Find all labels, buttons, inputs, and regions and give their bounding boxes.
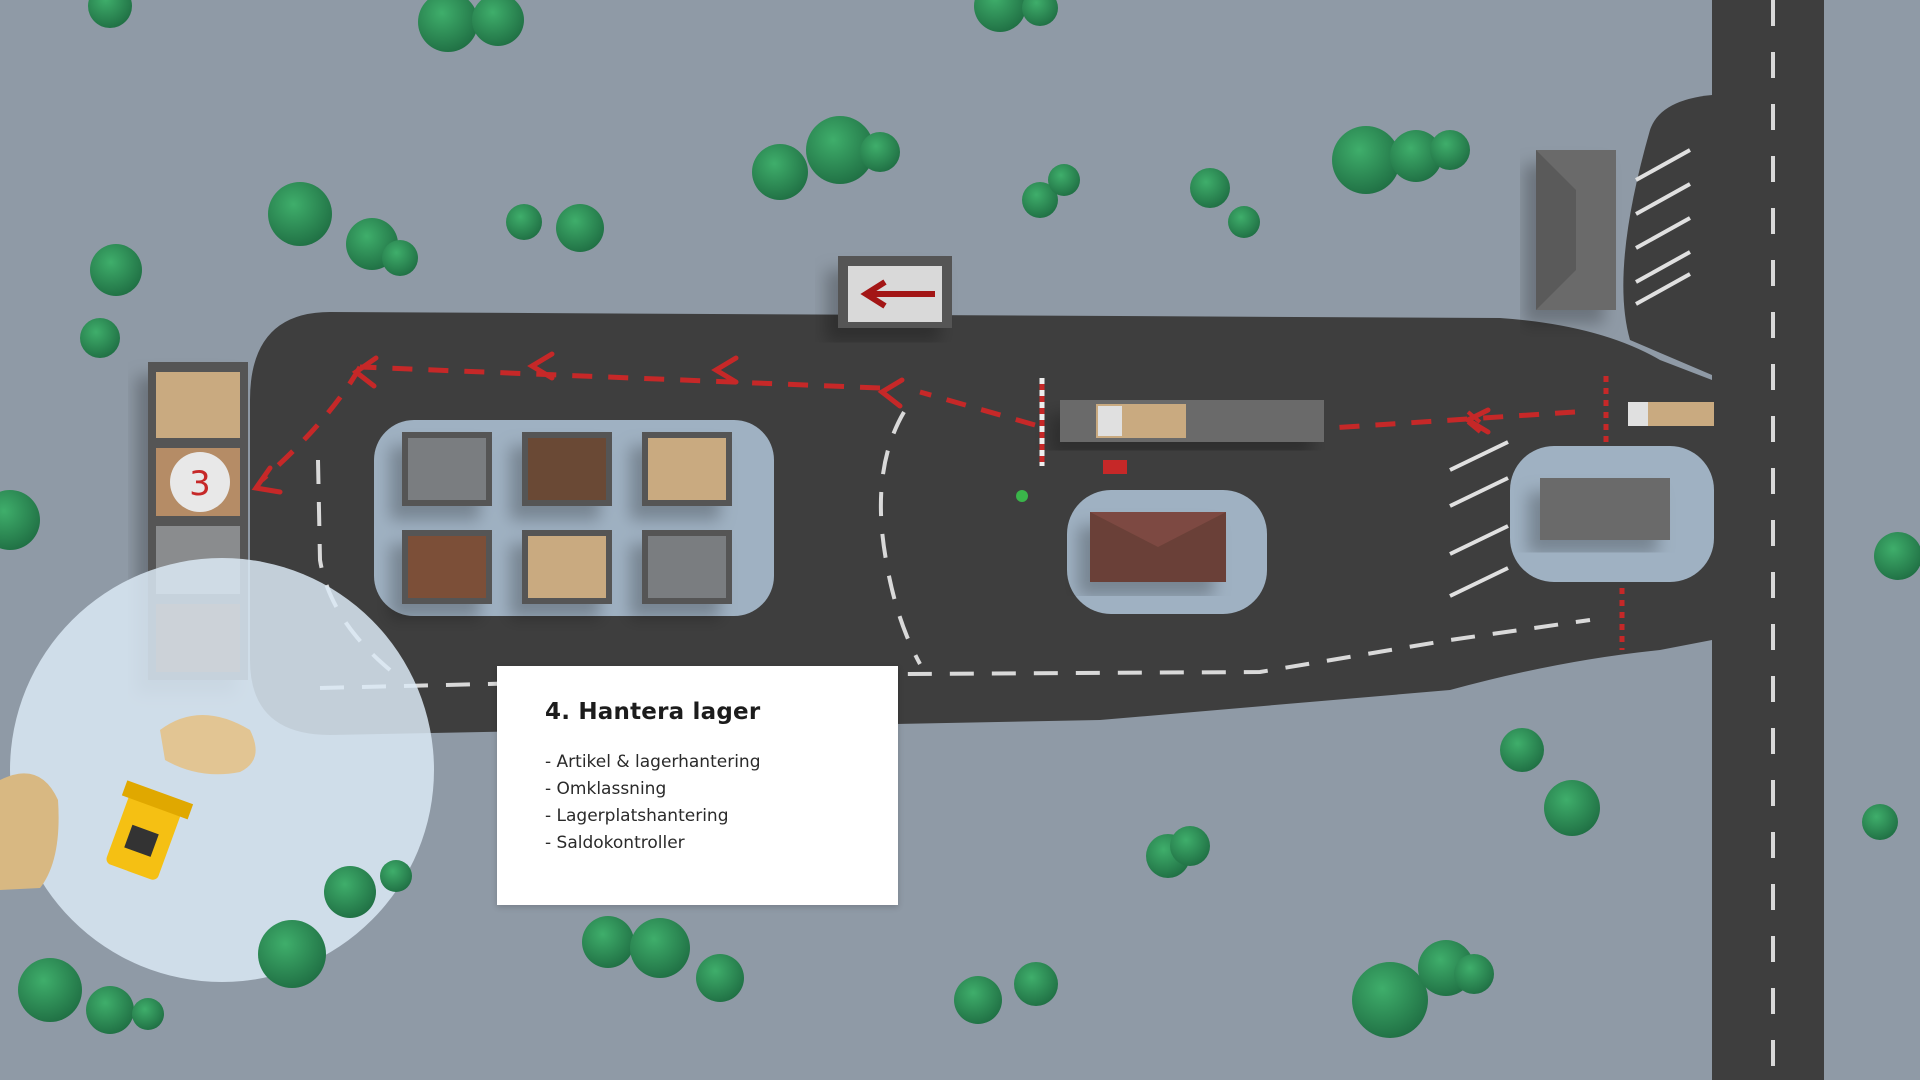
parking-top (1635, 148, 1691, 306)
info-card-item: - Lagerplatshantering (545, 806, 729, 826)
office-island (1067, 490, 1267, 614)
direction-sign (838, 256, 952, 328)
storage-bins-island (374, 420, 774, 616)
gatehouse-island (1510, 402, 1714, 582)
info-card-title: 4. Hantera lager (545, 699, 761, 725)
parking-bottom (1449, 440, 1509, 598)
left-arrow-icon (860, 279, 935, 309)
step-badge-number: 3 (189, 464, 211, 504)
step-badge: 3 (170, 452, 230, 512)
route-arrowheads (251, 351, 1491, 495)
info-card-item: - Omklassning (545, 779, 667, 799)
wheel-loader (106, 780, 194, 880)
delivery-route (260, 364, 1576, 482)
highlight-area (0, 558, 434, 982)
highway (1712, 0, 1824, 1080)
barrier-left (1016, 378, 1127, 502)
warehouse (1536, 150, 1616, 310)
info-card: 4. Hantera lager - Artikel & lagerhanter… (497, 666, 898, 905)
info-card-item: - Saldokontroller (545, 833, 685, 853)
info-card-item: - Artikel & lagerhantering (545, 752, 761, 772)
weighbridge-truck (1060, 400, 1324, 442)
trees (0, 0, 1920, 1038)
info-card-list: - Artikel & lagerhantering - Omklassning… (545, 749, 850, 857)
yard-road (250, 95, 1712, 735)
